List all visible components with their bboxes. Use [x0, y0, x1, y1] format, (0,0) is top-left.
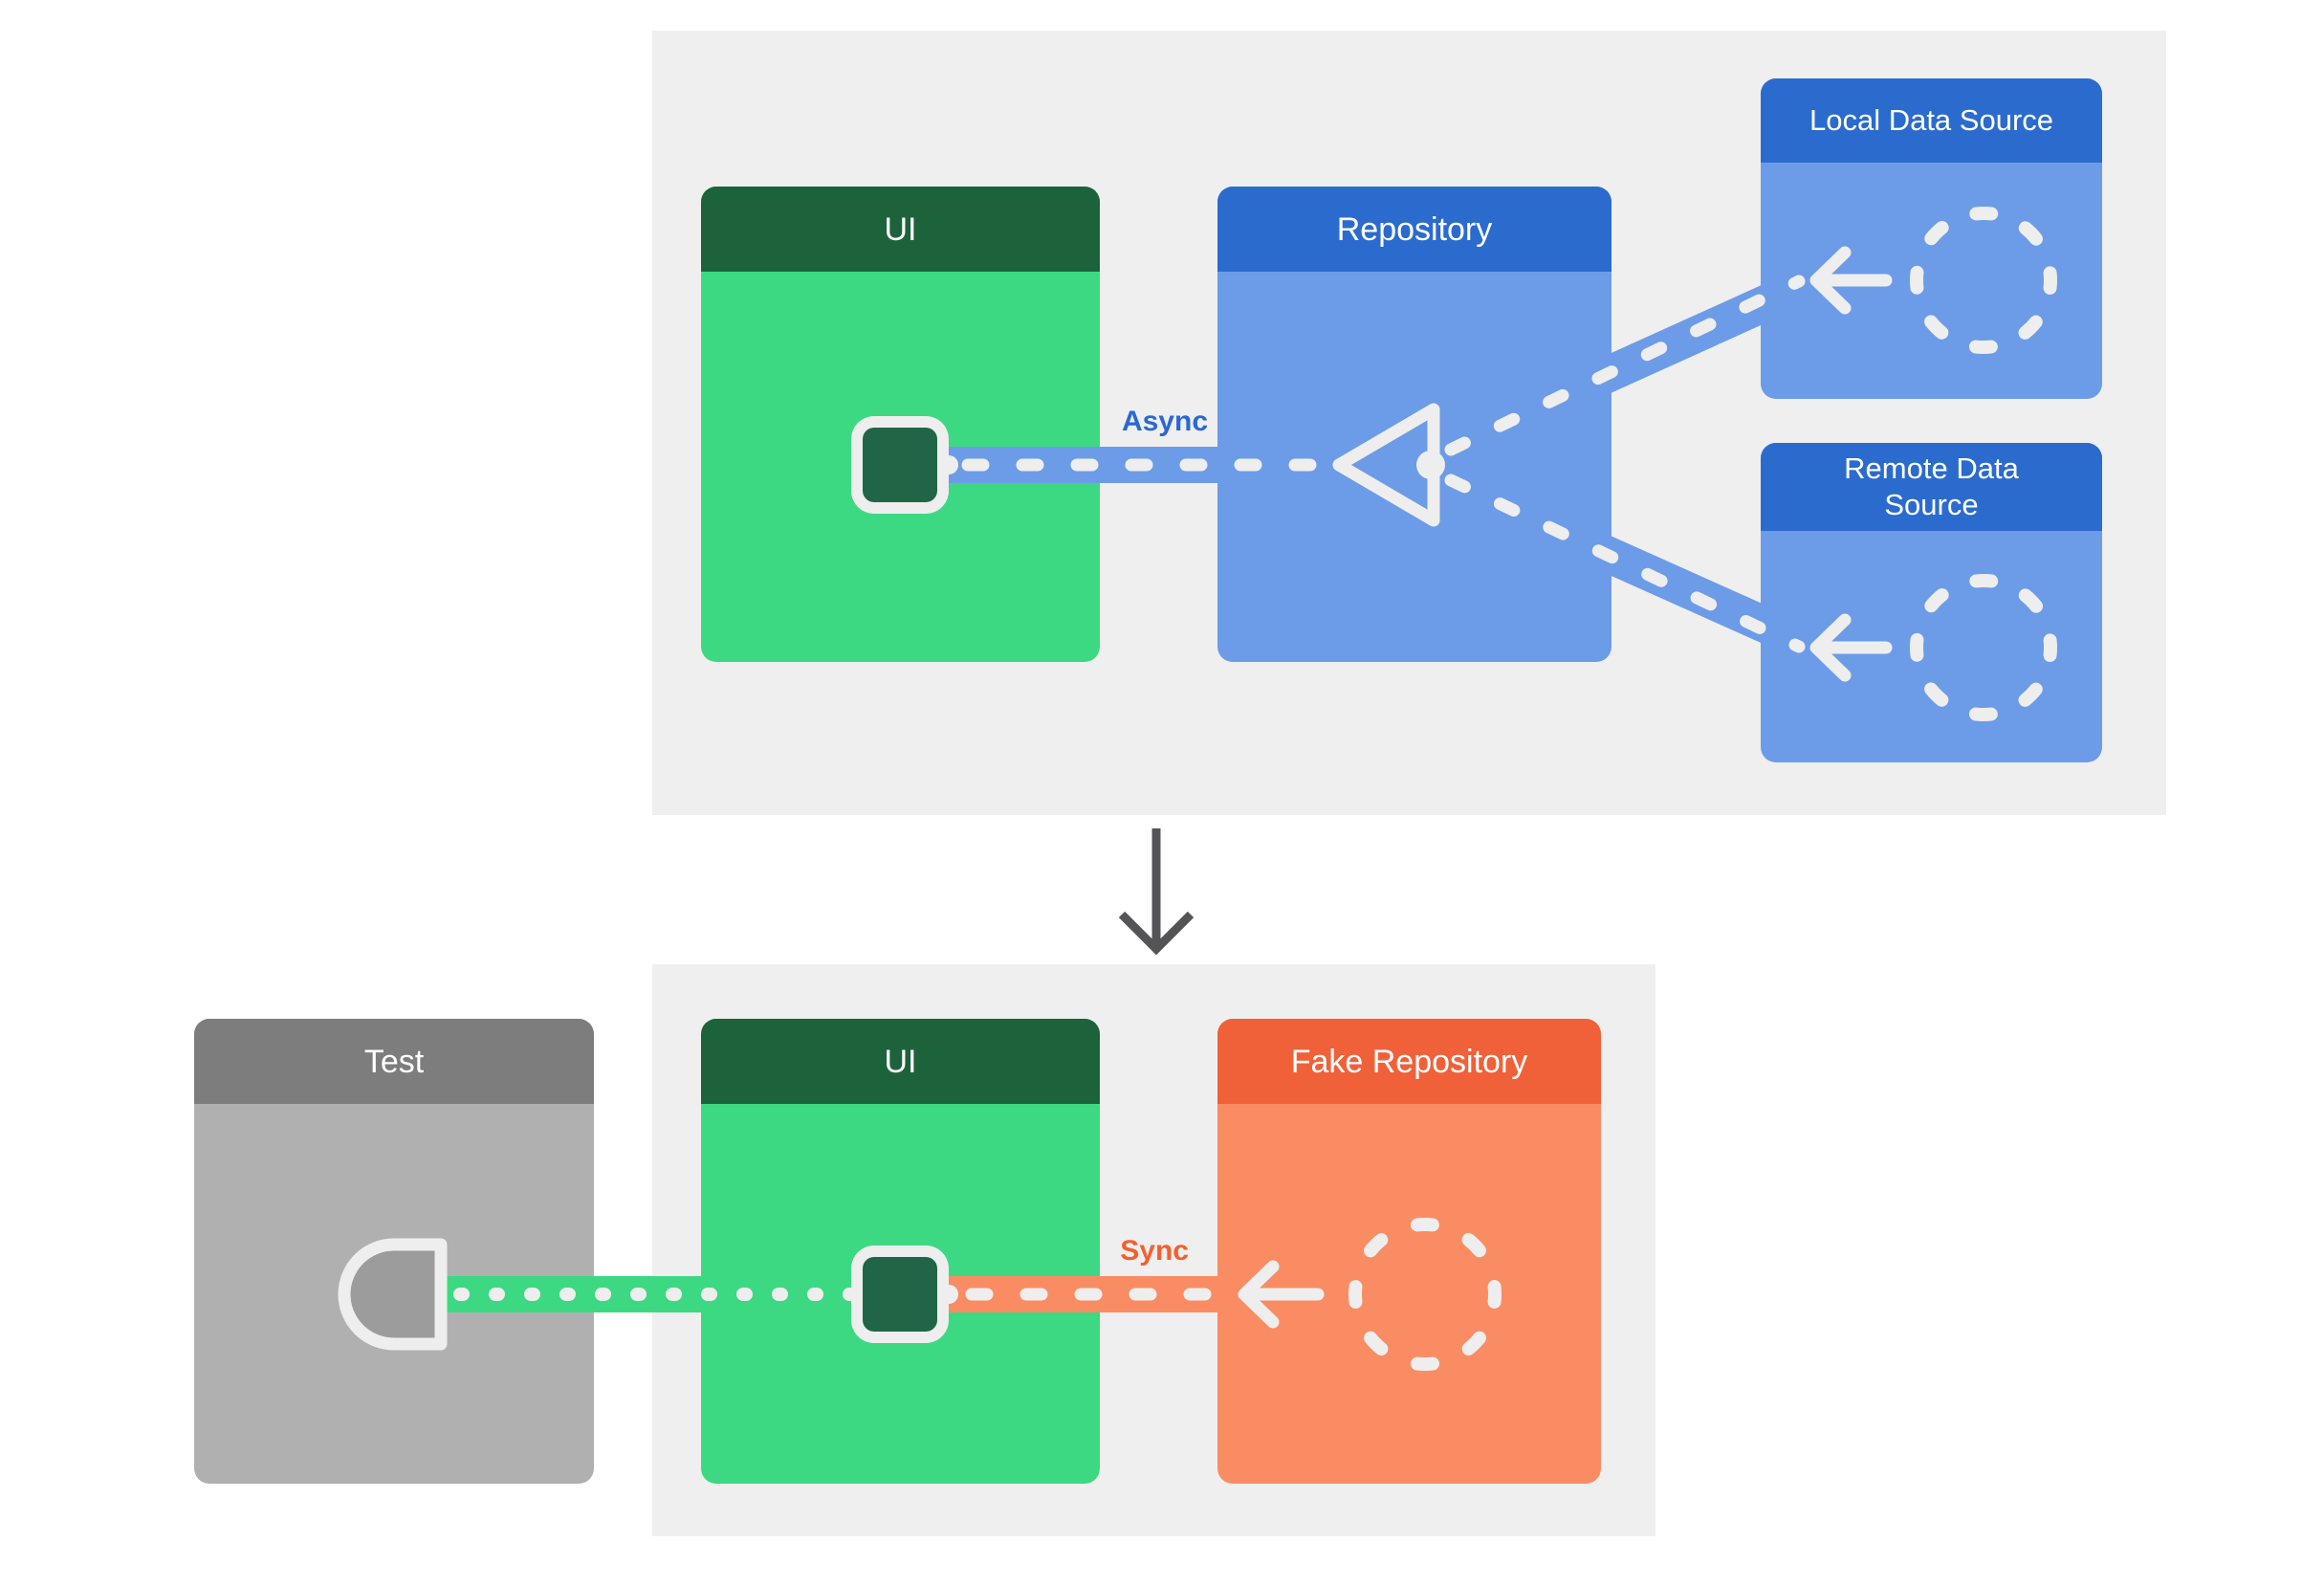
test-box-header: Test	[194, 1019, 594, 1104]
fake-repository-title: Fake Repository	[1290, 1043, 1528, 1080]
test-box: Test	[194, 1019, 594, 1484]
local-data-source-title: Local Data Source	[1809, 103, 2054, 137]
remote-data-source-title: Remote Data Source	[1844, 452, 2019, 521]
fake-repository-box: Fake Repository	[1217, 1019, 1601, 1484]
local-data-source-box: Local Data Source	[1761, 78, 2102, 399]
repository-box-header: Repository	[1217, 187, 1611, 272]
ui-box-title: UI	[884, 1043, 917, 1080]
ui-box-title: UI	[884, 210, 917, 248]
sync-label: Sync	[1120, 1235, 1189, 1267]
remote-data-source-header: Remote Data Source	[1761, 443, 2102, 531]
repository-box-title: Repository	[1336, 210, 1493, 248]
ui-box-header: UI	[701, 187, 1100, 272]
remote-data-source-box: Remote Data Source	[1761, 443, 2102, 762]
local-data-source-header: Local Data Source	[1761, 78, 2102, 163]
test-box-title: Test	[363, 1043, 425, 1080]
down-arrow-icon	[1118, 828, 1195, 956]
async-label: Async	[1121, 406, 1208, 437]
ui-box-production: UI	[701, 187, 1100, 662]
fake-repository-header: Fake Repository	[1217, 1019, 1601, 1104]
ui-box-header: UI	[701, 1019, 1100, 1104]
repository-box: Repository	[1217, 187, 1611, 662]
